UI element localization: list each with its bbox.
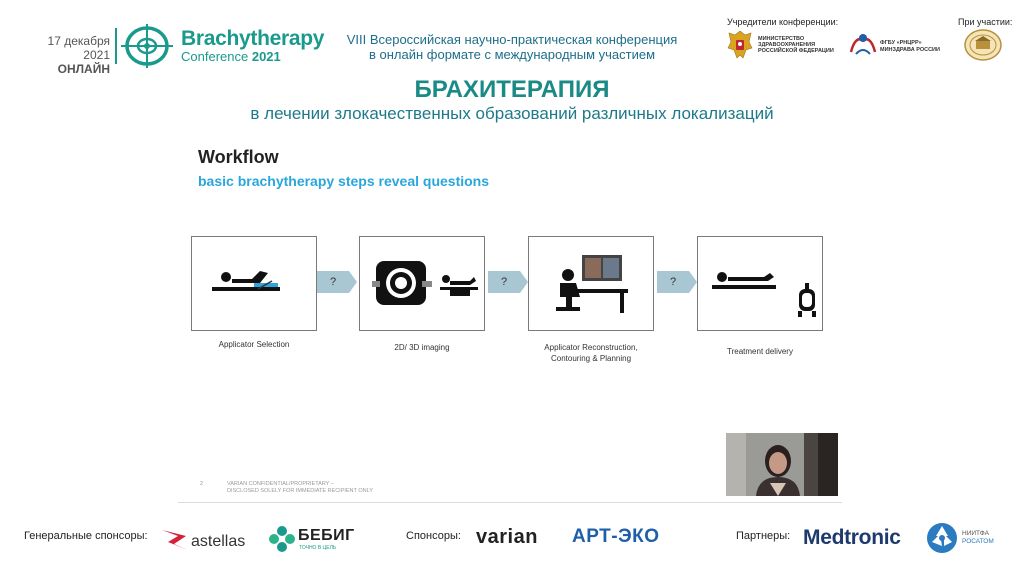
brachytherapy-logo-text: Brachytherapy Conference 2021: [181, 28, 324, 64]
step-label-planning-line2: Contouring & Planning: [550, 354, 632, 363]
step-label-applicator-selection: Applicator Selection: [218, 340, 290, 349]
slide-bottom-rule: [178, 502, 842, 503]
astellas-logo-icon: [162, 530, 188, 550]
bebig-tagline: ТОЧНО В ЦЕЛЬ: [299, 545, 337, 551]
speaker-video-thumbnail[interactable]: [726, 433, 838, 496]
logo-sub-prefix: Conference: [181, 49, 249, 64]
slide-subtitle: basic brachytherapy steps reveal questio…: [198, 173, 490, 189]
step-label-treatment-delivery: Treatment delivery: [727, 347, 793, 356]
participation-label: При участии:: [958, 17, 1013, 27]
step-label-imaging: 2D/ 3D imaging: [394, 343, 450, 352]
partner-seal-icon: [964, 29, 1002, 61]
conference-date: 17 декабря 2021 ОНЛАЙН: [18, 34, 110, 76]
astellas-logo-text: astellas: [191, 533, 246, 550]
question-arrow-1: [317, 271, 357, 293]
varian-logo-text: varian: [476, 526, 538, 548]
question-arrow-3: [657, 271, 697, 293]
minzdrav-line2: ЗДРАВООХРАНЕНИЯ: [758, 42, 816, 48]
general-sponsors-label: Генеральные спонсоры:: [24, 530, 148, 542]
workflow-step-applicator-selection: [191, 236, 317, 331]
step-label-planning-line1: Applicator Reconstruction,: [544, 343, 638, 352]
slide-title: Workflow: [198, 147, 279, 167]
art-eko-logo-text: АРТ-ЭКО: [572, 526, 660, 547]
logo-sub-year: 2021: [251, 49, 281, 64]
question-mark-text: ?: [500, 276, 508, 288]
slide-page-number: 2: [200, 481, 204, 487]
question-mark-2: ?: [488, 271, 528, 293]
banner-title: БРАХИТЕРАПИЯ: [414, 76, 610, 103]
question-mark-text: ?: [329, 276, 337, 288]
logo-divider: [115, 28, 117, 64]
bebig-logo-icon: [269, 526, 295, 552]
rncrr-line2: МИНЗДРАВА РОССИИ: [880, 46, 940, 53]
step-label-planning: Applicator Reconstruction, Contouring & …: [521, 342, 661, 364]
afterloader-icon: [798, 283, 816, 317]
rncrr-line1: ФГБУ «РНЦРР»: [880, 40, 922, 46]
minzdrav-logo-text: МИНИСТЕРСТВО ЗДРАВООХРАНЕНИЯ РОССИЙСКОЙ …: [758, 36, 834, 54]
confidential-line2: DISCLOSED SOLELY FOR IMMEDIATE RECIPIENT…: [227, 488, 373, 494]
question-mark-text: ?: [669, 276, 677, 288]
workflow-step-imaging: [359, 236, 485, 331]
banner-subtitle: в лечении злокачественных образований ра…: [250, 104, 774, 123]
rosatom-name: РОСАТОМ: [962, 538, 994, 545]
date-text: 17 декабря 2021: [47, 34, 110, 62]
confidential-line1: VARIAN CONFIDENTIAL/PROPRIETARY –: [227, 481, 334, 487]
sponsors-label: Спонсоры:: [406, 530, 461, 542]
format-text: ОНЛАЙН: [57, 62, 110, 76]
workflow-step-treatment-delivery: [697, 236, 823, 331]
niitfa-logo-text: НИИТФА РОСАТОМ: [962, 530, 994, 546]
medtronic-logo-text: Medtronic: [803, 526, 901, 549]
russian-emblem-icon: [727, 30, 753, 59]
conference-title-line1: VIII Всероссийская научно-практическая к…: [346, 32, 678, 47]
planner-workstation-icon: [556, 255, 628, 313]
confidential-text: VARIAN CONFIDENTIAL/PROPRIETARY – DISCLO…: [227, 481, 373, 495]
question-mark-1: ?: [317, 271, 357, 293]
question-arrow-2: [488, 271, 528, 293]
ct-scanner-icon: [372, 261, 478, 305]
bebig-logo-text: БЕБИГ: [298, 527, 355, 544]
rncrr-logo-text: ФГБУ «РНЦРР» МИНЗДРАВА РОССИИ: [880, 40, 940, 53]
founders-label: Учредители конференции:: [727, 17, 839, 27]
brachytherapy-logo-icon: [121, 24, 173, 68]
logo-title: Brachytherapy: [181, 27, 325, 50]
minzdrav-line3: РОССИЙСКОЙ ФЕДЕРАЦИИ: [758, 48, 834, 54]
niitfa-logo-icon: [927, 523, 957, 553]
speaker-silhouette-icon: [726, 433, 838, 496]
minzdrav-line1: МИНИСТЕРСТВО: [758, 36, 805, 42]
conference-title-line2: в онлайн формате с международным участие…: [368, 47, 656, 62]
question-mark-3: ?: [657, 271, 697, 293]
logo-subtitle: Conference 2021: [181, 50, 324, 64]
patient-on-table-icon: [212, 271, 280, 291]
conference-title: VIII Всероссийская научно-практическая к…: [330, 32, 694, 62]
workflow-step-planning: [528, 236, 654, 331]
partners-label: Партнеры:: [736, 530, 791, 542]
niitfa-name: НИИТФА: [962, 530, 989, 537]
rncrr-logo-icon: [849, 34, 877, 55]
patient-on-couch-icon: [712, 272, 776, 289]
